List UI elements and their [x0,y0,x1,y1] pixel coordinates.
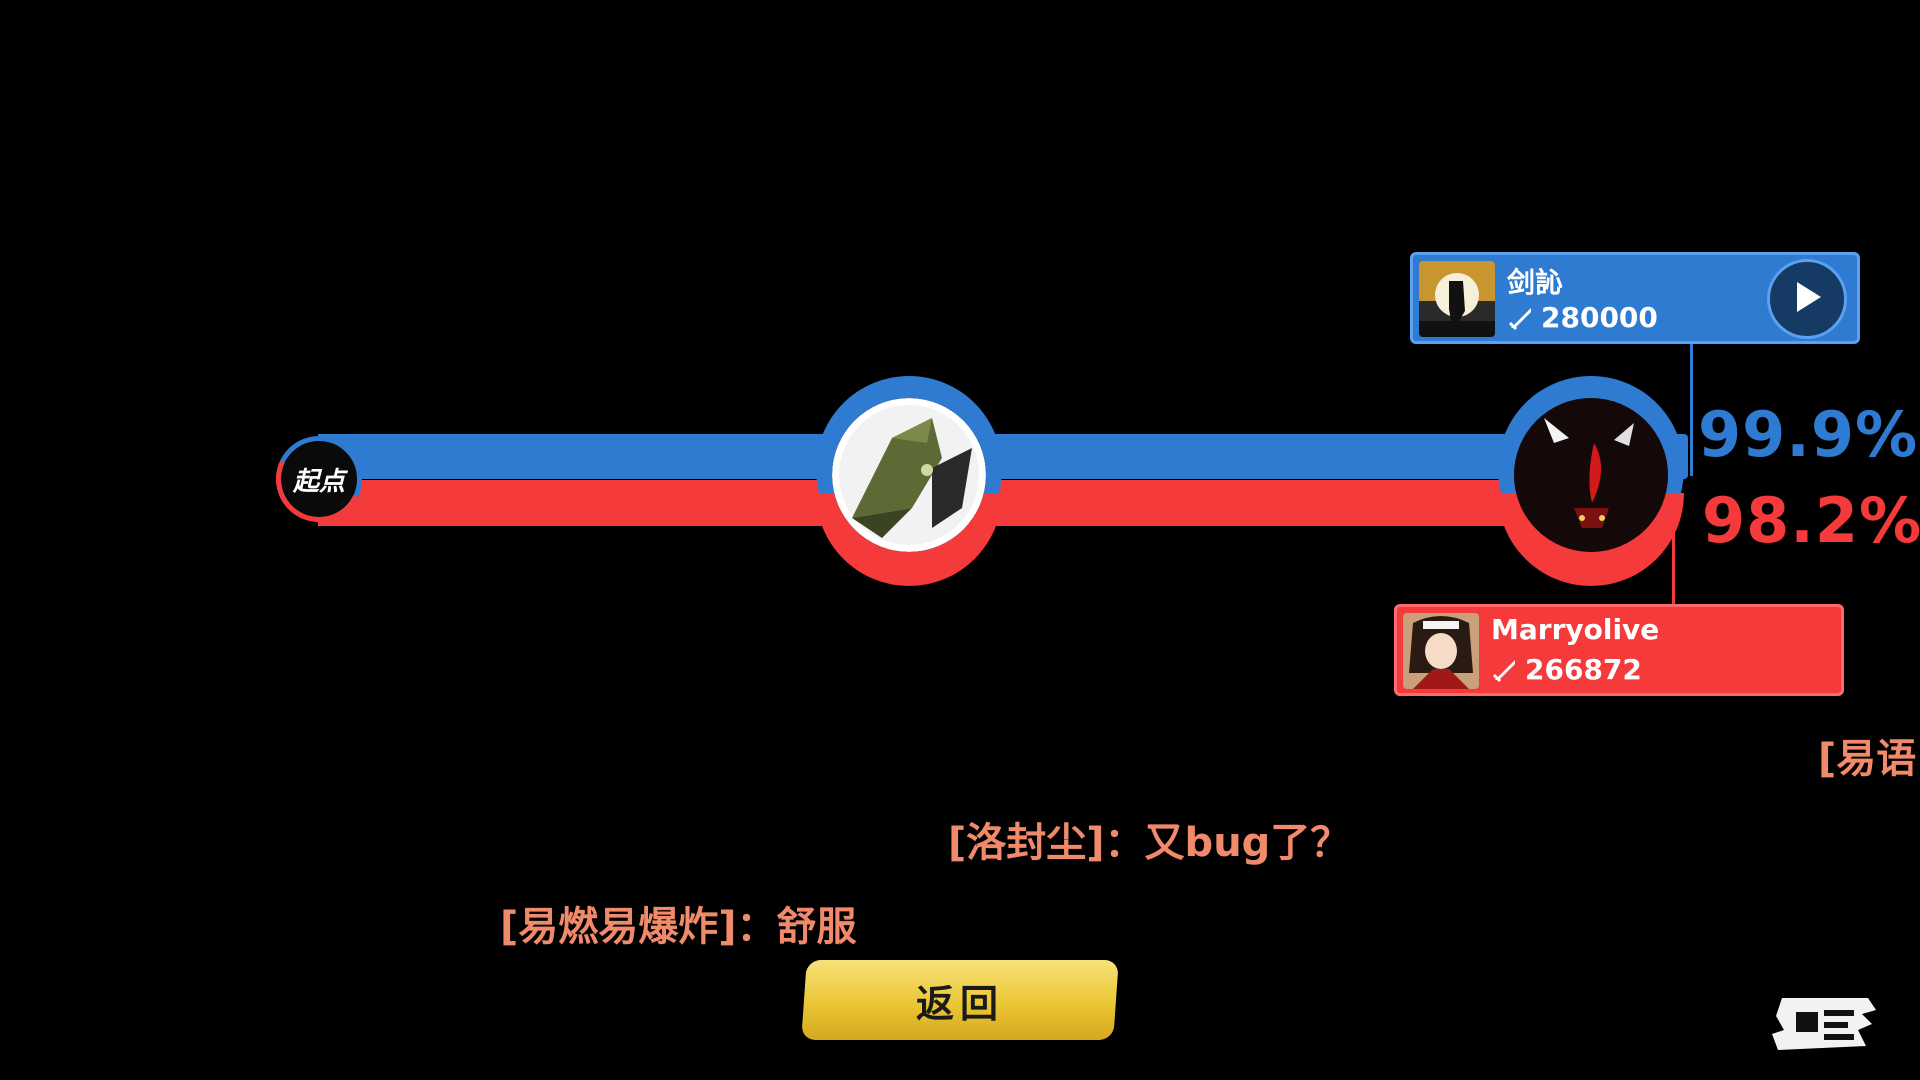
start-label: 起点 [292,466,345,497]
blue-player-name: 剑訫 [1507,266,1564,299]
play-icon [1787,277,1827,321]
back-button-label: 返回 [915,981,1004,1026]
armored-creature-icon [832,398,986,552]
blue-player-percent: 99.9% [1698,398,1919,471]
red-player-name: Marryolive [1491,613,1660,646]
red-connector-line [1672,520,1675,606]
boss-node-2[interactable] [1498,376,1684,586]
back-button[interactable]: 返回 [801,960,1119,1040]
blue-player-score: 280000 [1541,301,1658,334]
sword-icon [1491,656,1519,684]
shadow-demon-icon [1514,398,1668,552]
boss-node-1[interactable] [816,376,1002,586]
blue-player-score-row: 280000 [1507,301,1658,334]
red-player-percent: 98.2% [1702,484,1920,557]
chat-message: [易燃易爆炸]：舒服 [500,904,857,950]
blue-player-avatar [1419,261,1495,337]
chat-menu-icon[interactable] [1768,990,1884,1056]
red-player-score: 266872 [1525,653,1642,686]
play-replay-button[interactable] [1767,259,1847,339]
chat-message: [易语 [1818,736,1917,782]
blue-player-card[interactable]: 剑訫 280000 [1410,252,1860,344]
sword-icon [1507,304,1535,332]
blue-progress-track [318,434,1688,479]
start-node: 起点 [263,423,375,535]
chat-message: [洛封尘]：又bug了？ [948,820,1351,866]
red-player-avatar [1403,613,1479,689]
red-player-card[interactable]: Marryolive 266872 [1394,604,1844,696]
red-player-score-row: 266872 [1491,653,1642,686]
blue-connector-line [1690,344,1693,476]
